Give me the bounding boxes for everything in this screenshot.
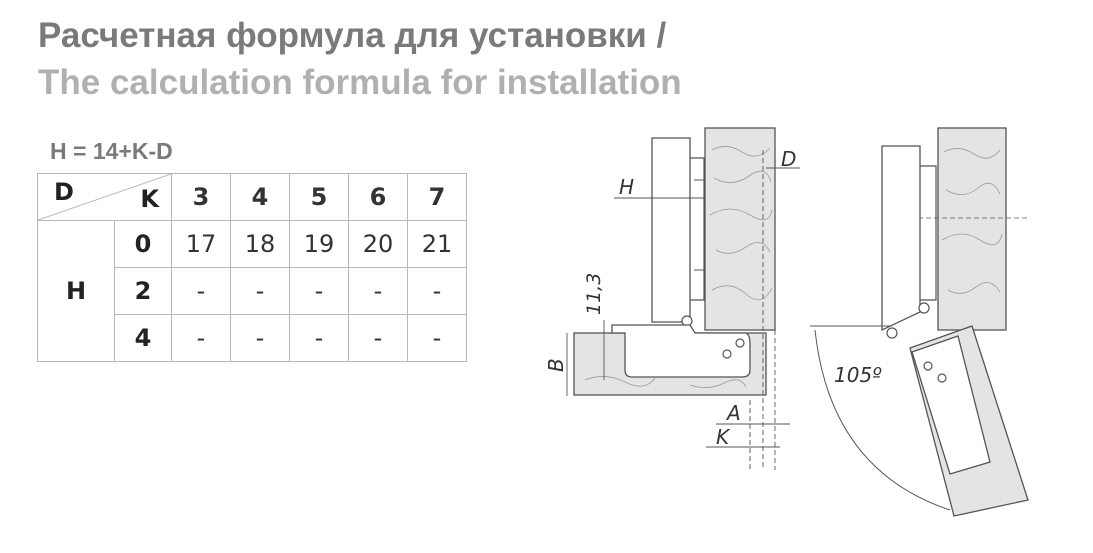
label-angle: 105º	[834, 363, 882, 387]
wood-grain	[709, 146, 773, 301]
hinge-diagram: D H 11,3 B A K 105º	[544, 127, 1030, 517]
table-cell: -	[407, 267, 467, 315]
title-english: The calculation formula for installation	[38, 63, 682, 102]
table-cell: 21	[407, 220, 467, 268]
table-cell: -	[289, 267, 349, 315]
corner-label-d: D	[54, 178, 74, 206]
table-cell: -	[171, 314, 231, 362]
label-b: B	[544, 358, 568, 372]
k-header: 6	[348, 173, 408, 221]
closed-hinge-drawing: D H 11,3 B A K	[544, 127, 800, 470]
label-d: D	[781, 147, 796, 171]
table-header-row: D K 3 4 5 6 7	[37, 173, 467, 221]
label-a: A	[725, 401, 741, 425]
hinge-cup	[611, 324, 751, 378]
k-header: 5	[289, 173, 349, 221]
table-cell: 18	[230, 220, 290, 268]
label-k: K	[716, 425, 731, 449]
table-row: 4 - - - - -	[38, 314, 467, 362]
table-corner-cell: D K	[37, 173, 172, 221]
table-row: H 0 17 18 19 20 21	[37, 220, 467, 362]
d-value: 0	[114, 220, 172, 268]
corner-label-k: K	[140, 185, 159, 213]
label-11-3: 11,3	[583, 273, 605, 315]
table-cell: 19	[289, 220, 349, 268]
table-cell: -	[348, 267, 408, 315]
table-cell: -	[230, 267, 290, 315]
table-cell: -	[289, 314, 349, 362]
calculation-table: D K 3 4 5 6 7 H 0 17 18 19 20 21 2 - - -…	[37, 173, 467, 362]
door-wood-grain	[584, 376, 747, 388]
label-h: H	[619, 175, 634, 199]
dimension-lines	[566, 150, 800, 470]
title-russian: Расчетная формула для установки /	[38, 16, 667, 55]
table-cell: 17	[171, 220, 231, 268]
formula: H = 14+K-D	[50, 138, 173, 164]
row-label-h: H	[37, 220, 115, 362]
corner-diagonal	[38, 174, 171, 220]
table-cell: -	[348, 314, 408, 362]
table-cell: 20	[348, 220, 408, 268]
d-value: 2	[114, 267, 172, 315]
table-cell: -	[171, 267, 231, 315]
d-value: 4	[114, 314, 172, 362]
k-header: 7	[407, 173, 467, 221]
k-header: 3	[171, 173, 231, 221]
table-cell: -	[407, 314, 467, 362]
table-cell: -	[230, 314, 290, 362]
open-hinge-drawing: 105º	[810, 127, 1030, 517]
cabinet-side-panel	[704, 127, 776, 331]
k-header: 4	[230, 173, 290, 221]
